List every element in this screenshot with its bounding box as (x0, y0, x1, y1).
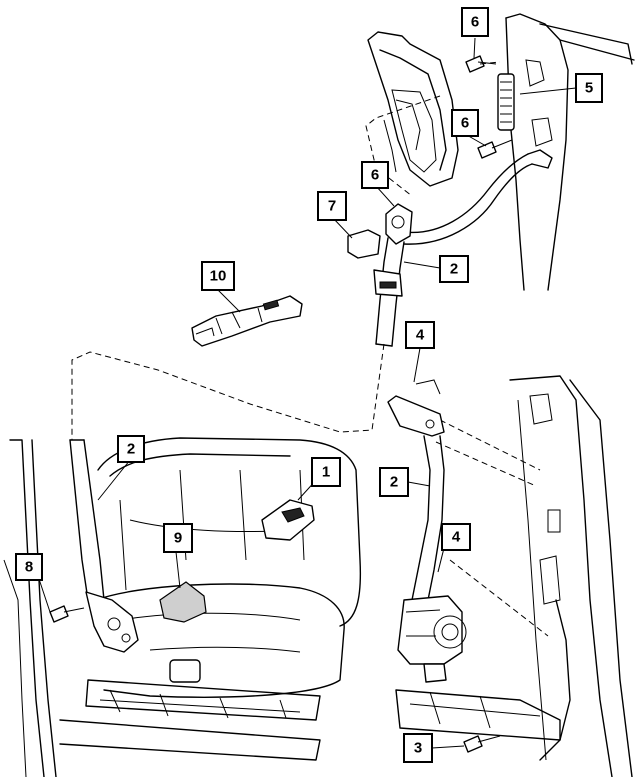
callout-2-right: 2 (379, 467, 409, 497)
callout-7: 7 (317, 191, 347, 221)
callout-5: 5 (575, 73, 603, 103)
svg-text:4: 4 (416, 327, 425, 344)
callout-3: 3 (403, 733, 433, 763)
svg-text:4: 4 (452, 529, 461, 546)
svg-text:6: 6 (371, 167, 379, 184)
svg-text:5: 5 (585, 80, 593, 97)
front-seat-illustration (3, 437, 362, 777)
callout-10: 10 (201, 261, 235, 291)
svg-text:6: 6 (461, 115, 469, 132)
svg-text:6: 6 (471, 14, 479, 31)
callout-9: 9 (163, 523, 193, 553)
svg-text:8: 8 (25, 559, 33, 576)
callout-2-left: 2 (117, 435, 145, 463)
svg-text:2: 2 (450, 261, 458, 278)
hidden-line-belt-path (71, 343, 385, 440)
svg-text:2: 2 (390, 474, 398, 491)
hidden-line-pillar-guide (365, 95, 441, 197)
b-pillar-upper-illustration (347, 13, 635, 347)
svg-text:3: 3 (414, 740, 422, 757)
rear-retractor-illustration (387, 375, 633, 777)
callout-4-top: 4 (405, 321, 435, 349)
svg-text:7: 7 (328, 198, 336, 215)
callout-2-top: 2 (439, 255, 469, 283)
callout-1: 1 (311, 457, 341, 487)
svg-text:1: 1 (322, 464, 330, 481)
svg-text:9: 9 (174, 530, 182, 547)
svg-text:10: 10 (210, 268, 227, 285)
callout-6-lower: 6 (361, 161, 389, 189)
hidden-line-bolt-6-top (479, 61, 501, 65)
callout-6-middle: 6 (451, 109, 479, 137)
callout-8: 8 (15, 553, 43, 581)
seat-belt-buckle-part (191, 295, 303, 347)
callout-4-right: 4 (441, 523, 471, 551)
svg-text:2: 2 (127, 441, 135, 458)
callout-6-top: 6 (461, 7, 489, 37)
